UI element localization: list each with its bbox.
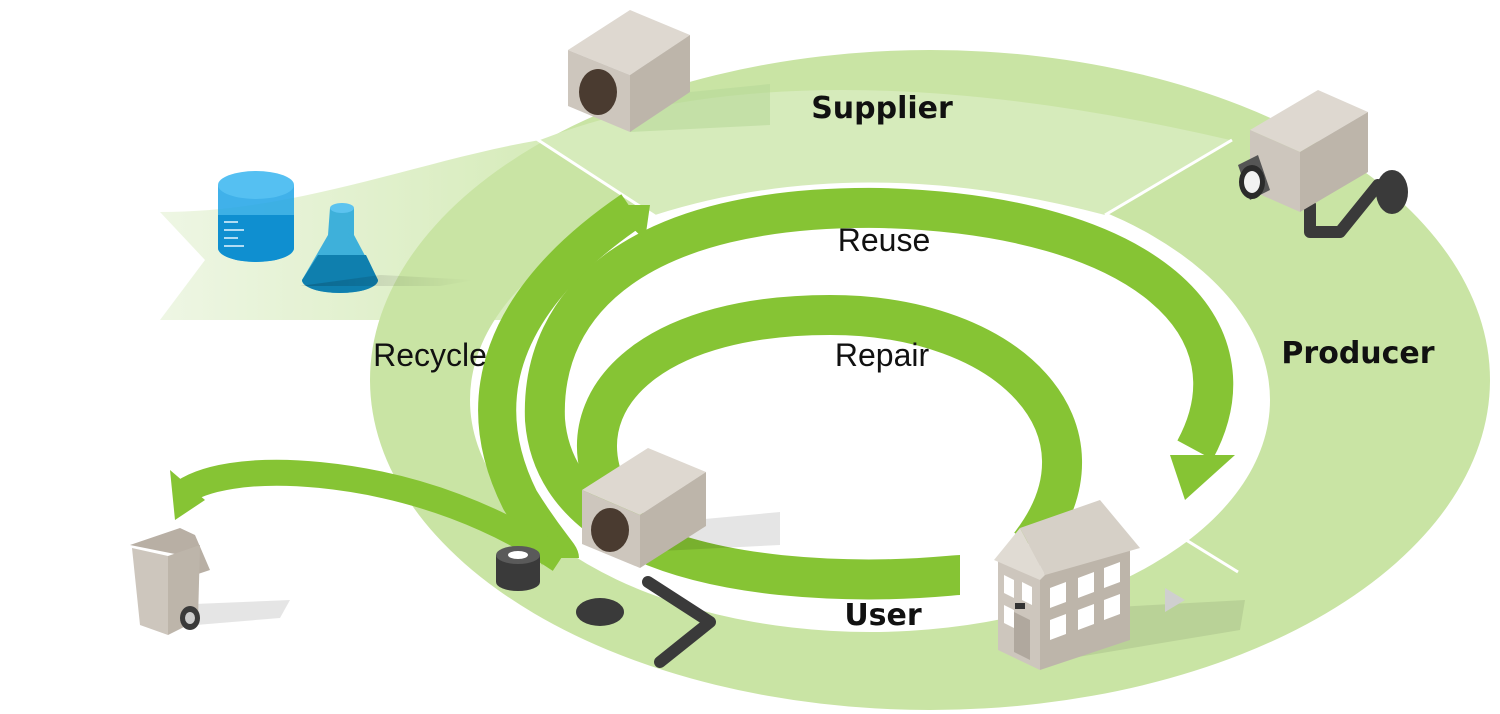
recycle-arrowhead [608,205,650,240]
stage-label-producer: Producer [1281,336,1434,371]
reuse-arrow [524,187,1233,600]
stage-label-supplier: Supplier [811,91,953,126]
divider-supplier-start [534,136,656,218]
divider-supplier-producer [1104,138,1233,217]
industrial-camera-icon [1238,90,1408,238]
divider-producer-user [1104,488,1239,574]
stage-label-user: User [844,598,922,633]
reuse-arrowhead [1170,455,1235,500]
component-block-icon [568,10,770,132]
waste-bin-icon [130,528,290,635]
outer-ring [370,50,1490,710]
waste-arrowhead [170,470,205,520]
loop-label-repair: Repair [835,337,930,373]
waste-arrow [171,459,568,571]
loop-label-recycle: Recycle [373,337,487,373]
loop-label-reuse: Reuse [838,222,931,258]
flask-icon [300,203,475,293]
spare-parts-icon [496,546,716,668]
component-block-icon-user [582,448,780,568]
house-icon [994,500,1245,670]
beaker-icon [218,171,294,262]
